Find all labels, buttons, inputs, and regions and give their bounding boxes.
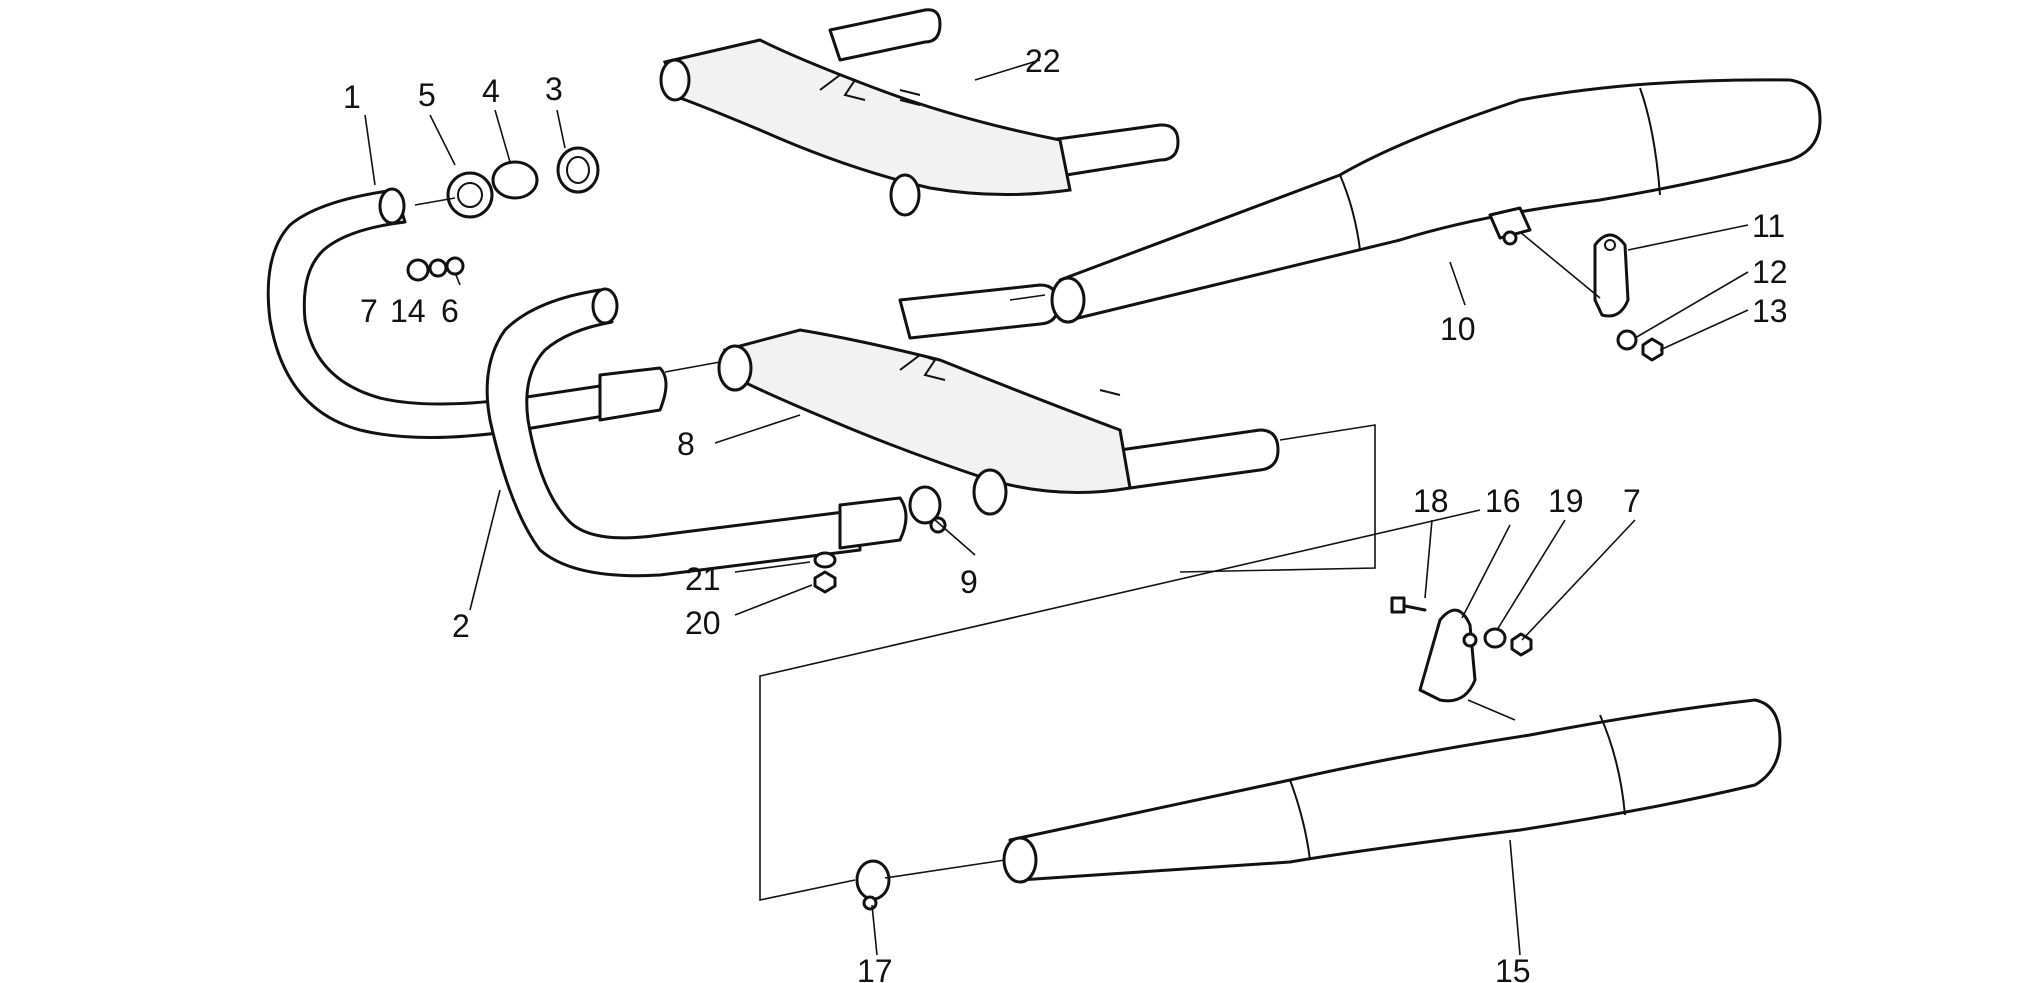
callout-7-left: 7 — [360, 293, 378, 329]
callout-10: 10 — [1440, 311, 1476, 347]
callout-2: 2 — [452, 608, 470, 644]
assembly-lines — [414, 197, 1601, 901]
muffler-mount-10 — [1488, 206, 1532, 246]
gasket-set — [446, 146, 600, 219]
callout-16: 16 — [1485, 483, 1521, 519]
muffler-lower — [1002, 698, 1782, 884]
callout-22: 22 — [1025, 43, 1061, 79]
clamp-9 — [908, 485, 947, 534]
callout-leaders — [364, 59, 1749, 956]
callout-18: 18 — [1413, 483, 1449, 519]
bracket-11 — [1593, 233, 1664, 362]
callout-14: 14 — [390, 293, 426, 329]
callout-3: 3 — [545, 71, 563, 107]
small-fasteners-left — [406, 256, 465, 282]
callout-17: 17 — [857, 953, 893, 983]
callout-15: 15 — [1495, 953, 1531, 983]
callout-labels: 1 2 3 4 5 6 7 7 8 9 10 11 12 13 14 15 16… — [343, 43, 1788, 983]
header-pipe-2 — [485, 287, 908, 578]
clamp-17 — [855, 859, 891, 911]
bracket-16 — [1418, 608, 1478, 703]
callout-6: 6 — [441, 293, 459, 329]
callout-21: 21 — [685, 561, 721, 597]
callout-19: 19 — [1548, 483, 1584, 519]
callout-4: 4 — [482, 73, 500, 109]
callout-13: 13 — [1752, 293, 1788, 329]
callout-12: 12 — [1752, 254, 1788, 290]
callout-5: 5 — [418, 77, 436, 113]
callout-20: 20 — [685, 605, 721, 641]
muffler-upper — [1050, 78, 1822, 324]
callout-8: 8 — [677, 426, 695, 462]
callout-1: 1 — [343, 79, 361, 115]
callout-11: 11 — [1752, 208, 1785, 244]
fasteners-21-20 — [813, 551, 837, 594]
upper-crossover-pipe — [659, 8, 1180, 217]
lower-crossover-pipe — [717, 283, 1280, 516]
callout-9: 9 — [960, 564, 978, 600]
fasteners-18-19-7 — [1390, 596, 1533, 657]
callout-7-right: 7 — [1623, 483, 1641, 519]
